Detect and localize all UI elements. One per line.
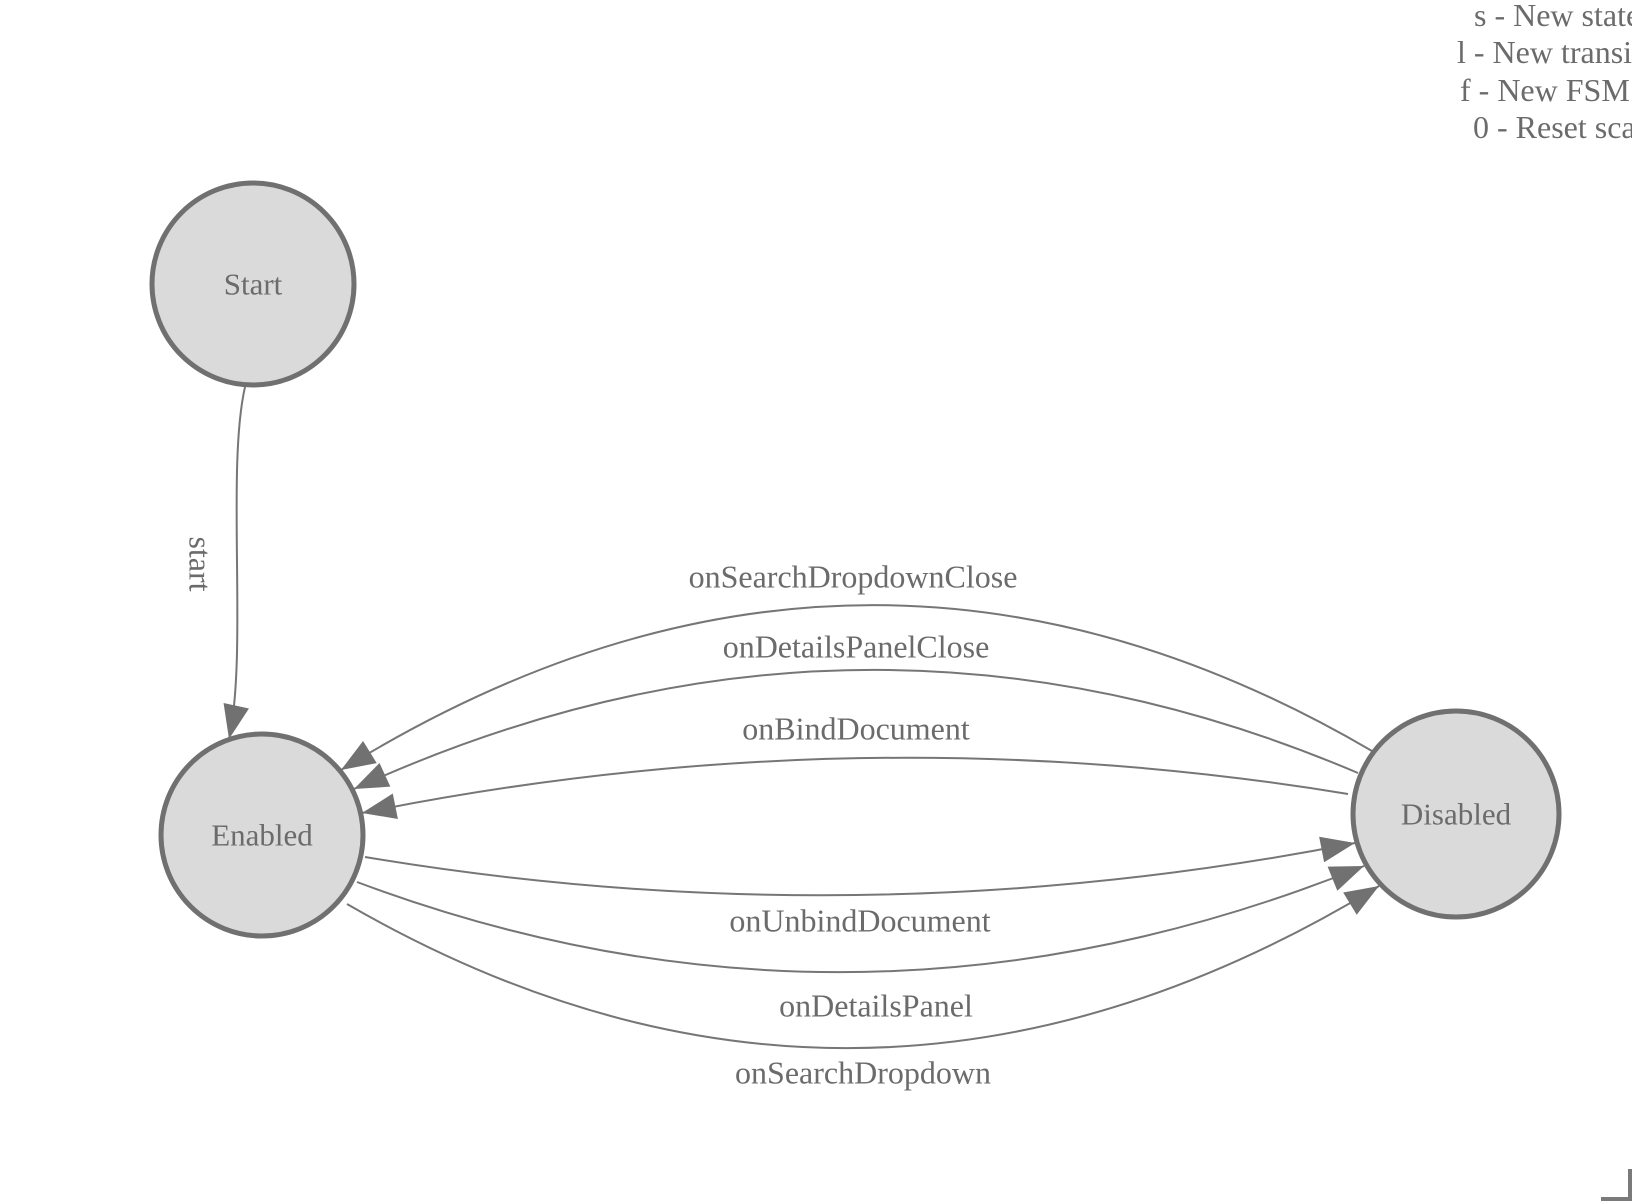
- legend-line-new-fsm: f - New FSM: [1460, 72, 1630, 108]
- arrowhead-icon: [362, 793, 398, 820]
- state-label-start: Start: [224, 267, 283, 302]
- transition-label-onDetailsPanel[interactable]: onDetailsPanel: [779, 987, 973, 1024]
- transition-edge-start[interactable]: [228, 386, 246, 740]
- transition-label-onUnbindDocument[interactable]: onUnbindDocument: [729, 902, 991, 939]
- transition-edge-onSearchDropdown[interactable]: [346, 885, 1380, 1049]
- legend-line-new-transition: l - New transition: [1457, 34, 1632, 70]
- state-label-enabled: Enabled: [211, 818, 313, 853]
- state-circle-disabled[interactable]: [1350, 708, 1562, 920]
- transition-edge-onSearchDropdownClose[interactable]: [340, 604, 1373, 771]
- transition-label-start[interactable]: start: [182, 536, 219, 592]
- state-circle-enabled[interactable]: [158, 731, 366, 939]
- transition-label-onSearchDropdownClose[interactable]: onSearchDropdownClose: [688, 558, 1018, 595]
- state-node-start[interactable]: Start: [149, 180, 357, 388]
- state-circle-start[interactable]: [149, 180, 357, 388]
- arrowhead-icon: [1343, 886, 1379, 915]
- transition-edge-onDetailsPanel[interactable]: [356, 865, 1365, 974]
- state-node-disabled[interactable]: Disabled: [1350, 708, 1562, 920]
- arrowhead-icon: [1319, 836, 1355, 863]
- arrowhead-icon: [341, 741, 377, 770]
- state-label-disabled: Disabled: [1401, 797, 1512, 832]
- arrowhead-icon: [354, 763, 391, 789]
- canvas-corner-marker-horizontal: [1601, 1197, 1632, 1201]
- arrowhead-icon: [1327, 866, 1364, 891]
- transition-edge-onDetailsPanelClose[interactable]: [353, 668, 1359, 790]
- canvas-corner-marker-vertical: [1628, 1169, 1632, 1201]
- transition-label-onBindDocument[interactable]: onBindDocument: [742, 710, 970, 747]
- state-node-enabled[interactable]: Enabled: [158, 731, 366, 939]
- transition-edge-onBindDocument[interactable]: [361, 756, 1349, 814]
- transition-label-onDetailsPanelClose[interactable]: onDetailsPanelClose: [722, 628, 990, 665]
- legend-line-new-state: s - New state: [1474, 0, 1632, 33]
- legend-line-reset-scale: 0 - Reset scale: [1473, 109, 1632, 145]
- transition-label-onSearchDropdown[interactable]: onSearchDropdown: [735, 1054, 991, 1091]
- arrowhead-icon: [223, 703, 249, 739]
- transition-edge-onUnbindDocument[interactable]: [364, 842, 1356, 897]
